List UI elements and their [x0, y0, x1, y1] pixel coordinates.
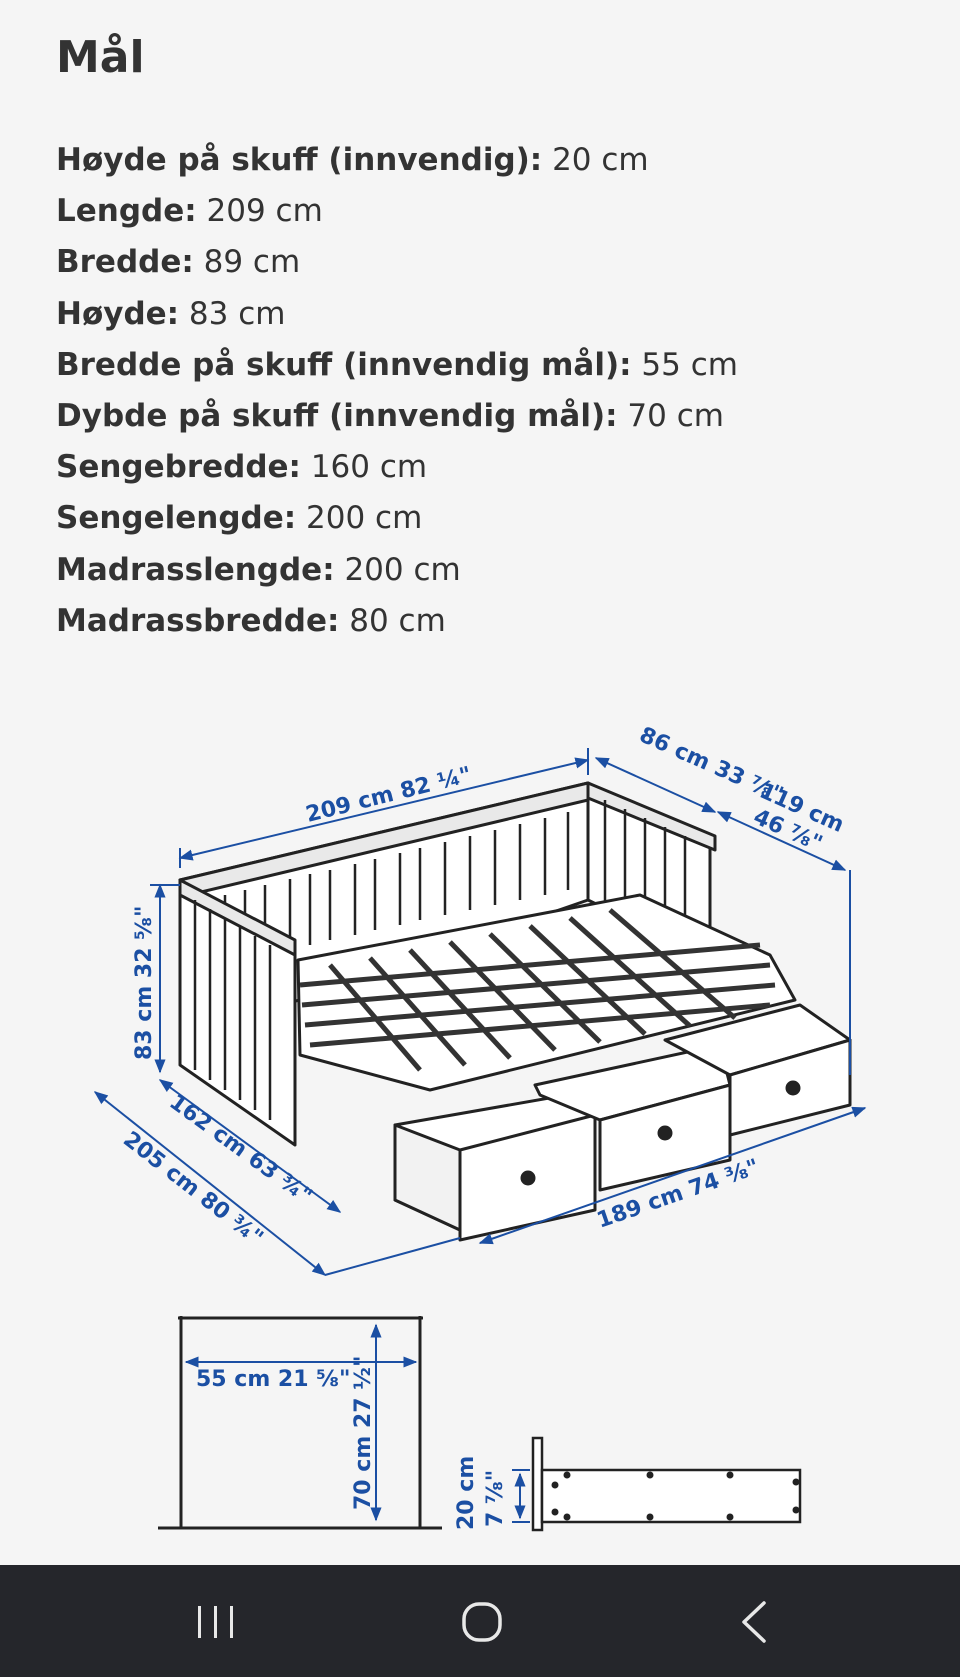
spec-value: 209 cm	[206, 193, 323, 230]
dimensions-list: Høyde på skuff (innvendig): 20 cm Lengde…	[56, 135, 738, 647]
spec-value: 200 cm	[344, 551, 461, 588]
spec-label: Bredde på skuff (innvendig mål):	[56, 346, 632, 383]
spec-label: Sengebredde:	[56, 449, 301, 486]
spec-label: Madrassbredde:	[56, 602, 340, 639]
spec-bed-width: Sengebredde: 160 cm	[56, 442, 738, 493]
spec-mattress-length: Madrasslengde: 200 cm	[56, 545, 738, 596]
back-icon	[742, 1601, 766, 1643]
system-navigation-bar	[0, 1565, 960, 1677]
page-title: Mål	[56, 32, 145, 83]
spec-value: 55 cm	[641, 346, 738, 383]
spec-mattress-width: Madrassbredde: 80 cm	[56, 596, 738, 647]
spec-value: 20 cm	[552, 142, 649, 178]
recents-button[interactable]	[176, 1589, 256, 1653]
spec-label: Høyde på skuff (innvendig):	[56, 142, 543, 178]
spec-drawer-depth: Dybde på skuff (innvendig mål): 70 cm	[56, 391, 738, 442]
spec-height: Høyde: 83 cm	[56, 289, 738, 340]
back-button[interactable]	[714, 1589, 794, 1653]
spec-bed-length: Sengelengde: 200 cm	[56, 493, 738, 544]
spec-value: 89 cm	[203, 244, 301, 281]
spec-value: 200 cm	[306, 500, 423, 537]
drawer-depth-label: 70 cm 27 ½"	[351, 1356, 376, 1510]
spec-label: Bredde:	[56, 244, 194, 281]
spec-label: Dybde på skuff (innvendig mål):	[56, 397, 618, 434]
spec-value: 83 cm	[188, 295, 286, 332]
spec-value: 160 cm	[310, 449, 428, 486]
home-button[interactable]	[443, 1589, 523, 1653]
spec-label: Sengelengde:	[56, 500, 297, 537]
dim-height-label: 83 cm 32 ⅝"	[132, 906, 157, 1060]
dimension-lines	[93, 748, 867, 1276]
spec-length: Lengde: 209 cm	[56, 186, 738, 237]
spec-drawer-height: Høyde på skuff (innvendig): 20 cm	[56, 135, 738, 186]
spec-value: 70 cm	[627, 397, 724, 434]
spec-label: Madrasslengde:	[56, 551, 335, 588]
spec-value: 80 cm	[349, 602, 446, 639]
recents-icon	[198, 1606, 233, 1638]
drawer-height-in-label: 7 ⅞"	[483, 1470, 508, 1527]
drawer-width-label: 55 cm 21 ⅝"	[196, 1367, 350, 1392]
home-icon	[462, 1602, 502, 1642]
spec-drawer-width: Bredde på skuff (innvendig mål): 55 cm	[56, 340, 738, 391]
spec-width: Bredde: 89 cm	[56, 237, 738, 288]
drawer-top-view: 55 cm 21 ⅝" 70 cm 27 ½"	[158, 1316, 442, 1530]
drawer-left	[393, 1088, 597, 1242]
dimension-diagram: 209 cm 82 ¼" 86 cm 33 ⅞" 119 cm 46 ⅞" 83…	[93, 723, 867, 1532]
spec-label: Høyde:	[56, 295, 180, 332]
spec-label: Lengde:	[56, 193, 197, 230]
drawer-side-view: 20 cm 7 ⅞"	[454, 1436, 802, 1532]
drawer-height-cm-label: 20 cm	[454, 1456, 479, 1530]
